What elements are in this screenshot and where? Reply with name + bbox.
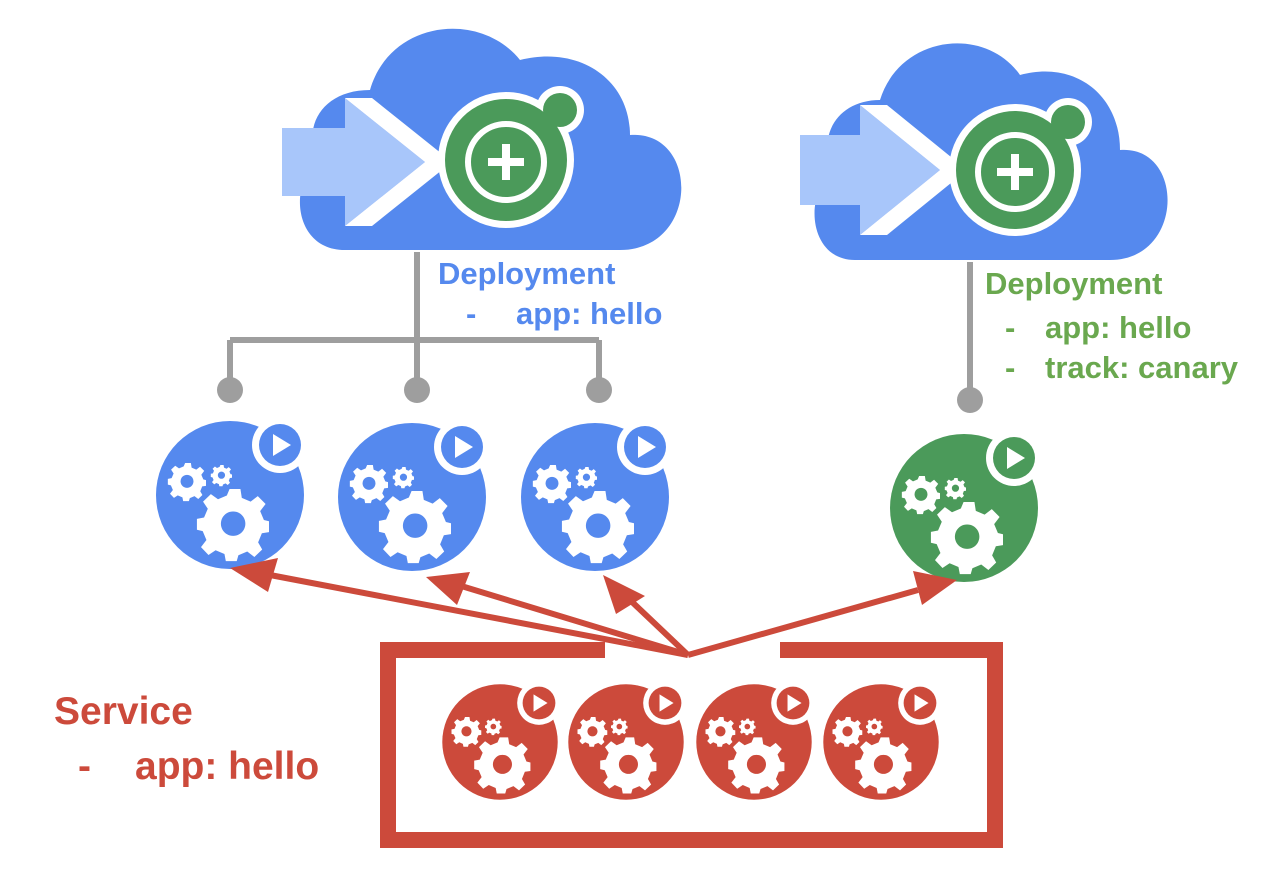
deployment-stable-cloud-icon <box>282 28 682 250</box>
bullet: - <box>78 745 91 788</box>
deployment-stable-label: app: hello <box>516 296 663 331</box>
connector-node <box>404 377 430 403</box>
pod-stable-2-icon <box>338 419 490 571</box>
pod-service-4-icon <box>823 681 942 800</box>
deployment-stable-title: Deployment <box>438 256 616 291</box>
deployment-canary-connector <box>957 262 983 413</box>
deployment-canary-title: Deployment <box>985 266 1163 301</box>
pod-stable-3-icon <box>521 419 673 571</box>
service-routing-arrows <box>269 572 919 658</box>
service-title: Service <box>54 690 193 733</box>
pod-service-1-icon <box>442 681 561 800</box>
pod-canary-icon <box>890 430 1042 582</box>
deployment-canary-label-app: app: hello <box>1045 310 1192 345</box>
connector-node <box>217 377 243 403</box>
bullet: - <box>1005 310 1016 345</box>
pod-service-3-icon <box>696 681 815 800</box>
bullet: - <box>466 296 477 331</box>
arrow-head-icon <box>230 558 957 614</box>
connector-node <box>586 377 612 403</box>
service-box <box>380 642 1003 848</box>
deployment-canary-cloud-icon <box>800 43 1168 261</box>
pod-stable-1-icon <box>156 417 308 569</box>
deployment-canary-label-track: track: canary <box>1045 350 1239 385</box>
bullet: - <box>1005 350 1016 385</box>
service-label: app: hello <box>135 745 320 788</box>
pod-service-2-icon <box>568 681 687 800</box>
